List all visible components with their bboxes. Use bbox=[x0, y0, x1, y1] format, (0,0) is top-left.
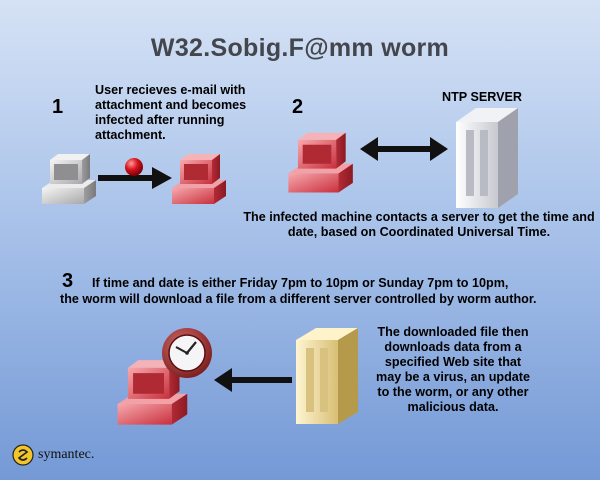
step-3-text-line-2: the worm will download a file from a dif… bbox=[60, 292, 537, 306]
step-2-number: 2 bbox=[292, 96, 304, 118]
clock-icon bbox=[162, 328, 212, 378]
infected-computer-icon bbox=[117, 360, 188, 425]
ntp-server-icon bbox=[456, 108, 518, 208]
infected-computer-icon bbox=[172, 154, 226, 204]
infected-computer-icon bbox=[288, 132, 353, 193]
double-arrow-icon bbox=[360, 137, 448, 161]
clean-computer-icon bbox=[42, 154, 96, 204]
ntp-server-label: NTP SERVER bbox=[442, 90, 523, 104]
step-1-text: User recieves e-mail with attachment and… bbox=[95, 83, 247, 142]
step-2-text: The infected machine contacts a server t… bbox=[243, 210, 595, 239]
symantec-logo-icon bbox=[12, 444, 34, 466]
download-note: The downloaded file then downloads data … bbox=[376, 325, 530, 414]
symantec-logo-text: symantec. bbox=[38, 447, 95, 462]
download-arrow-icon bbox=[214, 368, 292, 392]
step-1-number: 1 bbox=[52, 96, 64, 118]
worm-author-server-icon bbox=[296, 328, 358, 424]
infection-arrow-icon bbox=[98, 158, 172, 189]
page-title: W32.Sobig.F@mm worm bbox=[150, 34, 450, 62]
step-3-number: 3 bbox=[62, 270, 74, 292]
step-3-text-line-1: If time and date is either Friday 7pm to… bbox=[92, 276, 509, 290]
